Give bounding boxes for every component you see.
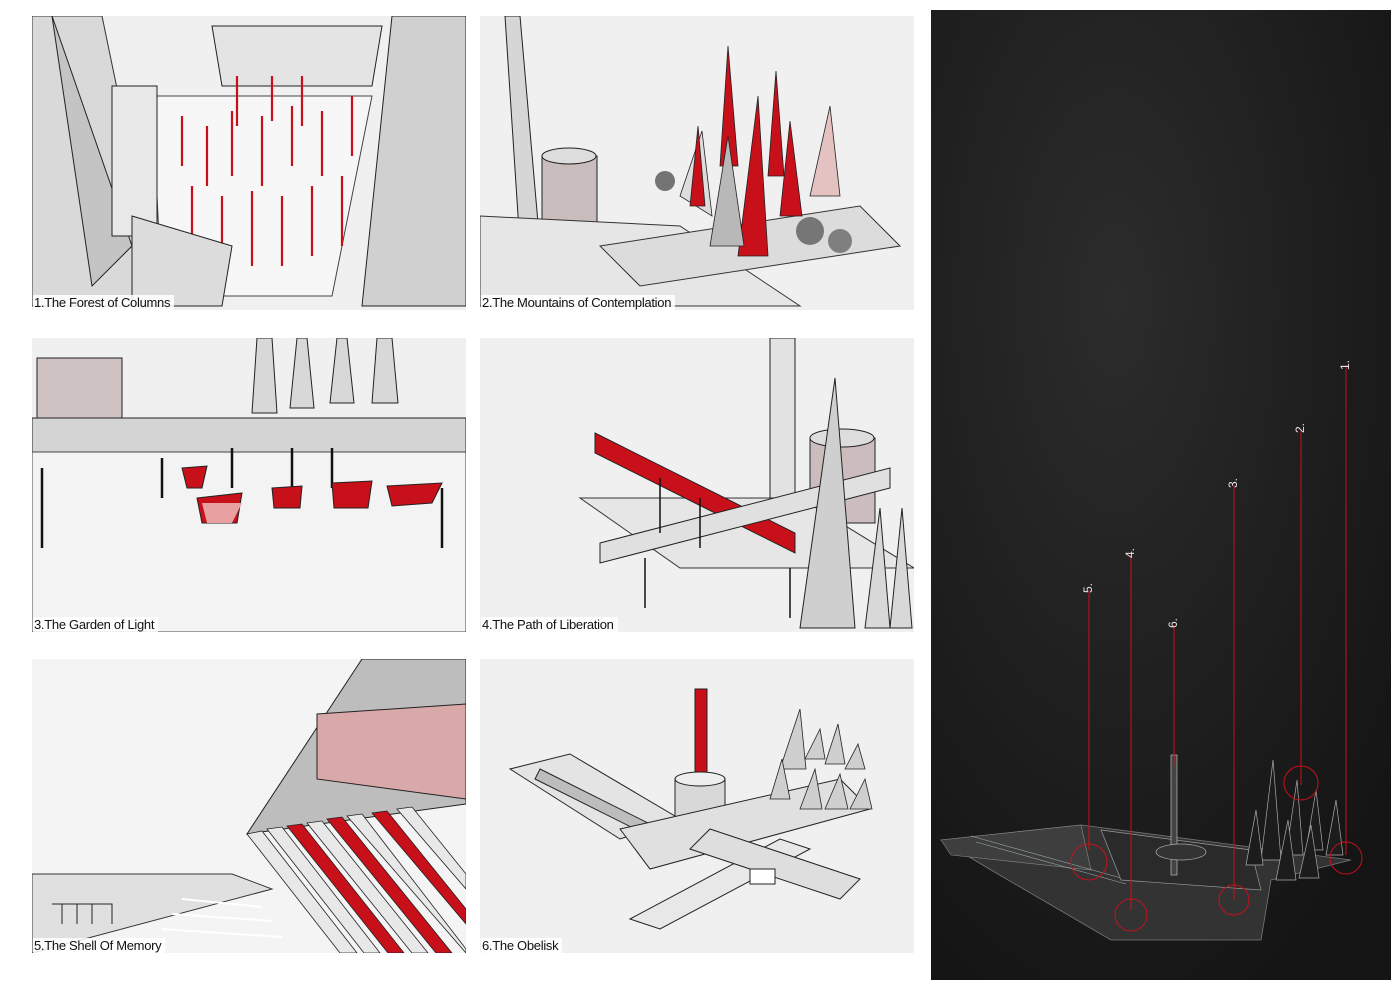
- panel-path-of-liberation: 4.The Path of Liberation: [480, 338, 914, 632]
- panel-caption: 3.The Garden of Light: [33, 617, 159, 632]
- panel-obelisk: 6.The Obelisk: [480, 659, 914, 953]
- site-plan-panel: 1. 2. 3. 4. 5. 6.: [931, 10, 1391, 980]
- panel-mountains-of-contemplation: 2.The Mountains of Contemplation: [480, 16, 914, 310]
- mountains-render: [480, 16, 914, 310]
- callout-2-label: 2.: [1293, 422, 1307, 433]
- panel-forest-of-columns: 1.The Forest of Columns: [32, 16, 466, 310]
- panel-caption: 6.The Obelisk: [481, 938, 563, 953]
- forest-of-columns-render: [32, 16, 466, 310]
- garden-of-light-render: [32, 338, 466, 632]
- obelisk-render: [480, 659, 914, 953]
- panel-caption: 1.The Forest of Columns: [33, 295, 175, 310]
- path-of-liberation-render: [480, 338, 914, 632]
- panel-shell-of-memory: 5.The Shell Of Memory: [32, 659, 466, 953]
- panel-caption: 2.The Mountains of Contemplation: [481, 295, 676, 310]
- callout-5-label: 5.: [1081, 582, 1095, 593]
- panel-garden-of-light: 3.The Garden of Light: [32, 338, 466, 632]
- callout-1-label: 1.: [1338, 359, 1352, 370]
- panel-caption: 5.The Shell Of Memory: [33, 938, 166, 953]
- site-plan-render: [931, 10, 1391, 980]
- panel-caption: 4.The Path of Liberation: [481, 617, 618, 632]
- shell-of-memory-render: [32, 659, 466, 953]
- callout-4-label: 4.: [1123, 547, 1137, 558]
- callout-6-label: 6.: [1166, 617, 1180, 628]
- callout-3-label: 3.: [1226, 477, 1240, 488]
